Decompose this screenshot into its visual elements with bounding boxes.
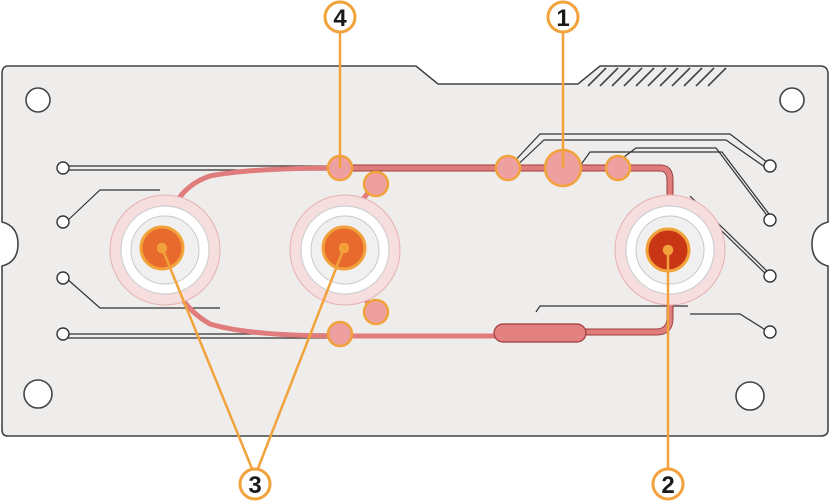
callout-badge-4: 4 — [323, 0, 357, 34]
callout-badge-3: 3 — [238, 467, 272, 501]
port-left-1 — [56, 161, 70, 175]
junction-upper-diag — [362, 170, 390, 198]
svg-text:3: 3 — [248, 472, 261, 499]
callout-badge-2: 2 — [651, 467, 685, 501]
junction-lower-diag — [362, 298, 390, 326]
port-right-3 — [763, 269, 777, 283]
port-right-4 — [763, 325, 777, 339]
port-left-3 — [56, 271, 70, 285]
svg-text:2: 2 — [661, 472, 674, 499]
port-left-4 — [56, 327, 70, 341]
mounting-hole-top-right — [779, 87, 805, 113]
ports — [56, 159, 777, 341]
junction-bottom-left — [326, 320, 354, 348]
callout-badge-1: 1 — [546, 0, 580, 34]
junction-highlights — [326, 148, 632, 348]
port-right-2 — [763, 213, 777, 227]
junction-valve-left — [494, 154, 522, 182]
junction-valve-right — [604, 154, 632, 182]
callout-leaders — [156, 30, 674, 477]
svg-text:1: 1 — [556, 5, 569, 32]
port-right-1 — [763, 159, 777, 173]
mounting-hole-top-left — [25, 87, 51, 113]
mounting-hole-bottom-left — [23, 379, 53, 409]
vent-hatching — [587, 67, 727, 87]
mixing-chamber — [493, 323, 587, 343]
mounting-hole-bottom-right — [735, 381, 765, 411]
svg-text:4: 4 — [333, 5, 347, 32]
port-left-2 — [56, 215, 70, 229]
